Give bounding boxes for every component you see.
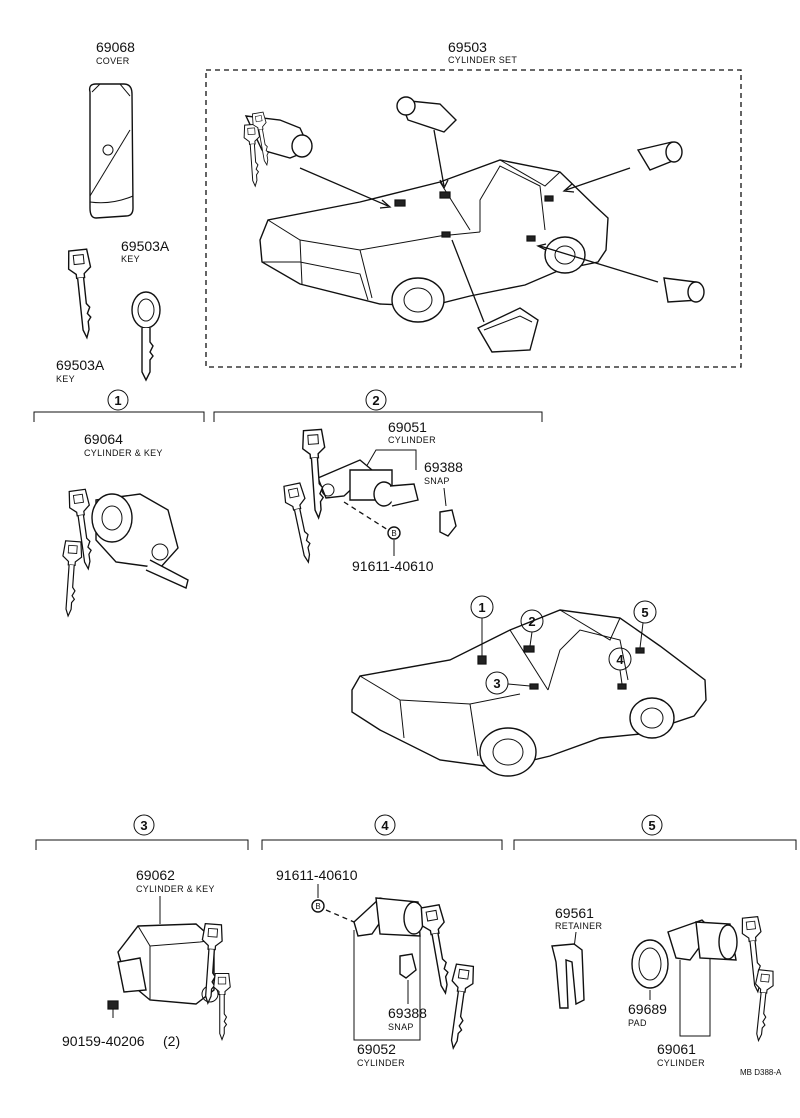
key-icon <box>213 972 231 1041</box>
section-1-header: 1 <box>33 389 205 422</box>
car-top <box>259 159 609 323</box>
key-icon <box>58 540 84 618</box>
car-callout-4: 4 <box>608 647 632 685</box>
svg-text:1: 1 <box>478 600 485 615</box>
door-cylinder-left <box>477 307 539 353</box>
s1-name: CYLINDER & KEY <box>84 448 163 458</box>
trunk-cylinder <box>636 141 683 171</box>
s2-snap-name: SNAP <box>424 476 450 486</box>
car-callout-3: 3 <box>485 671 531 695</box>
s4-cylinder-name: CYLINDER <box>357 1058 405 1068</box>
s4-cylinder-number: 69052 <box>357 1041 396 1057</box>
svg-text:3: 3 <box>140 818 147 833</box>
section-5-header: 5 <box>513 814 797 850</box>
s2-screw-number: 91611-40610 <box>352 558 434 574</box>
snap-clip-icon <box>439 509 457 537</box>
cylinder-set-name: CYLINDER SET <box>448 55 517 65</box>
s4-snap-number: 69388 <box>388 1005 427 1021</box>
key-icon <box>66 248 99 340</box>
key-icon <box>281 481 319 565</box>
s5-retainer-name: RETAINER <box>555 921 602 931</box>
screw-icon: B <box>311 899 325 913</box>
ignition-cylinder-with-keys <box>242 111 313 188</box>
key-b-number: 69503A <box>121 238 170 254</box>
s5-retainer-number: 69561 <box>555 905 594 921</box>
key-b-part: 69503A KEY <box>121 238 170 382</box>
cover-part: 69068 COVER <box>88 39 135 219</box>
svg-text:5: 5 <box>641 605 648 620</box>
section-2-label: 2 <box>372 393 379 408</box>
svg-text:4: 4 <box>381 818 389 833</box>
key-a-part: 69503A KEY <box>56 248 105 384</box>
cover-name: COVER <box>96 56 130 66</box>
screw-icon <box>107 1000 119 1018</box>
s3-number: 69062 <box>136 867 175 883</box>
key-b-name: KEY <box>121 254 140 264</box>
s5-pad-number: 69689 <box>628 1001 667 1017</box>
s4-screw-number: 91611-40610 <box>276 867 358 883</box>
s3-name: CYLINDER & KEY <box>136 884 215 894</box>
door-cylinder-s3-part <box>117 922 231 1041</box>
door-cylinder-right <box>663 277 705 303</box>
cylinder-set-frame <box>205 69 742 368</box>
s1-number: 69064 <box>84 431 123 447</box>
svg-text:5: 5 <box>648 818 655 833</box>
svg-text:B: B <box>391 529 396 538</box>
s2-cylinder-name: CYLINDER <box>388 435 436 445</box>
svg-text:4: 4 <box>616 652 624 667</box>
s2-snap-number: 69388 <box>424 459 463 475</box>
glove-box-cylinder <box>396 96 457 133</box>
key-a-number: 69503A <box>56 357 105 373</box>
s3-screw-number: 90159-40206 <box>62 1033 145 1049</box>
svg-text:2: 2 <box>528 614 535 629</box>
key-icon <box>131 291 161 382</box>
svg-text:3: 3 <box>493 676 500 691</box>
section-2-header: 2 <box>213 389 543 422</box>
key-icon <box>442 963 476 1051</box>
locator-car <box>351 609 707 777</box>
cylinder-set-number: 69503 <box>448 39 487 55</box>
s2-cylinder-number: 69051 <box>388 419 427 435</box>
pad-part <box>631 939 669 989</box>
s4-snap-name: SNAP <box>388 1022 414 1032</box>
car-callout-5: 5 <box>633 600 657 649</box>
door-cylinder-s4-part <box>353 897 476 1051</box>
key-a-name: KEY <box>56 374 75 384</box>
section-3-header: 3 <box>35 814 249 850</box>
cover-icon <box>88 83 134 219</box>
car-callout-1: 1 <box>470 595 494 656</box>
key-icon <box>749 969 776 1042</box>
trunk-cylinder-s5-part <box>667 915 776 1042</box>
retainer-part <box>551 943 585 1009</box>
snap-clip-icon <box>399 953 417 979</box>
glove-cylinder-part <box>281 428 419 565</box>
svg-text:B: B <box>315 902 320 911</box>
s5-pad-name: PAD <box>628 1018 647 1028</box>
key-icon <box>300 428 331 520</box>
section-4-header: 4 <box>261 814 503 850</box>
section-1-label: 1 <box>114 393 121 408</box>
key-icon <box>418 903 457 996</box>
s5-cylinder-number: 69061 <box>657 1041 696 1057</box>
s3-screw-qty: (2) <box>163 1033 180 1049</box>
car-callout-2: 2 <box>520 609 544 647</box>
ignition-cylinder-part <box>58 488 189 618</box>
s5-cylinder-name: CYLINDER <box>657 1058 705 1068</box>
drawing-code: MB D388-A <box>740 1068 782 1077</box>
cover-number: 69068 <box>96 39 135 55</box>
screw-icon: B <box>387 526 401 540</box>
